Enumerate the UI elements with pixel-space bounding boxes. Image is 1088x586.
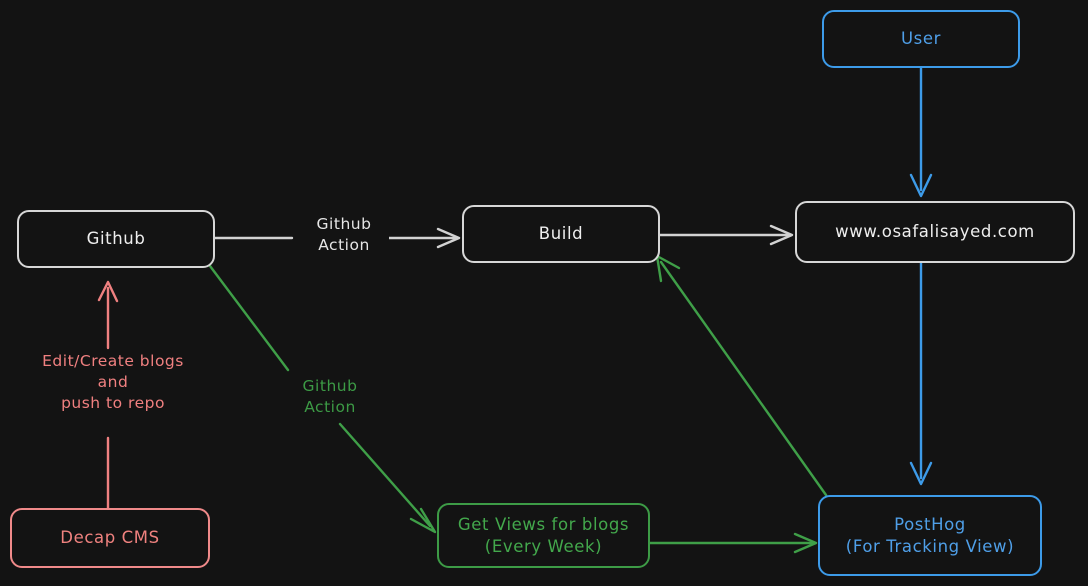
edge-build-to-website bbox=[658, 224, 794, 246]
node-website[interactable]: www.osafalisayed.com bbox=[795, 201, 1075, 263]
edge-getviews-to-posthog bbox=[648, 532, 818, 554]
edge-user-to-website bbox=[909, 66, 933, 198]
node-build[interactable]: Build bbox=[462, 205, 660, 263]
node-github[interactable]: Github bbox=[17, 210, 215, 268]
node-user[interactable]: User bbox=[822, 10, 1020, 68]
edge-website-to-posthog bbox=[909, 261, 933, 486]
edge-posthog-to-build bbox=[655, 254, 828, 497]
edge-label-github-action-green: Github Action bbox=[285, 375, 375, 419]
node-decap-cms[interactable]: Decap CMS bbox=[10, 508, 210, 568]
edge-github-to-getviews bbox=[208, 264, 437, 534]
node-posthog[interactable]: PostHog (For Tracking View) bbox=[818, 495, 1042, 576]
edge-label-github-action-white: Github Action bbox=[299, 213, 389, 257]
node-get-views[interactable]: Get Views for blogs (Every Week) bbox=[437, 503, 650, 568]
edge-decap-to-github bbox=[97, 280, 119, 510]
edge-label-edit-create-blogs: Edit/Create blogs and push to repo bbox=[18, 350, 208, 415]
